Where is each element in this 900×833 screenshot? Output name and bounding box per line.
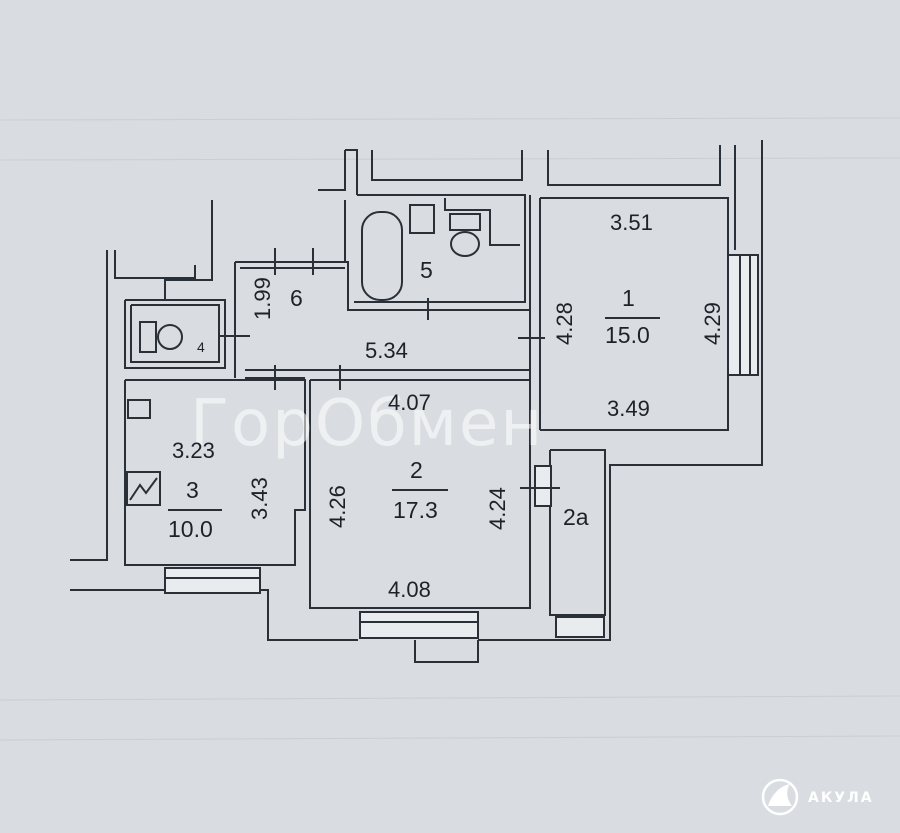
akula-logo: АКУЛА	[761, 778, 874, 816]
room-2-dim-left: 4.26	[325, 485, 350, 528]
room-2-dim-bottom: 4.08	[388, 577, 431, 602]
stove-icon	[126, 471, 161, 506]
door-marks	[218, 248, 560, 489]
walls	[70, 140, 763, 663]
sink-icon	[409, 204, 435, 234]
shark-fin-icon	[761, 778, 799, 816]
background-lines	[0, 117, 900, 741]
room-3-dim-top: 3.23	[172, 438, 215, 463]
room-6-number: 6	[290, 285, 303, 311]
room-1-dim-bottom: 3.49	[607, 396, 650, 421]
room-5-number: 5	[420, 257, 433, 283]
room-3-dim-right: 3.43	[247, 477, 272, 520]
toilet-icon	[139, 321, 183, 353]
bathtub-icon	[361, 211, 403, 301]
room-2-number: 2	[410, 457, 423, 483]
room-1-dim-top: 3.51	[610, 210, 653, 235]
windows	[164, 254, 759, 639]
room-2a-number: 2a	[563, 504, 589, 530]
sink-icon	[127, 399, 151, 419]
room-3-area: 10.0	[168, 516, 213, 542]
room-6-dim-height: 1.99	[250, 277, 275, 320]
room-2-dim-right: 4.24	[485, 487, 510, 530]
watermark: ГорОбмен	[190, 387, 544, 461]
room-1-number: 1	[622, 285, 635, 311]
toilet-icon	[449, 213, 481, 257]
room-2-dim-top: 4.07	[388, 390, 431, 415]
room-6-dim-length: 5.34	[365, 338, 408, 363]
room-1-area: 15.0	[605, 322, 650, 348]
room-2-area: 17.3	[393, 497, 438, 523]
shark-fin-shape	[768, 784, 792, 806]
brand-name: АКУЛА	[808, 790, 874, 806]
room-3-number: 3	[186, 477, 199, 503]
room-1-dim-right: 4.29	[700, 302, 725, 345]
room-1-dim-left: 4.28	[552, 302, 577, 345]
room-4-number: 4	[197, 339, 205, 355]
